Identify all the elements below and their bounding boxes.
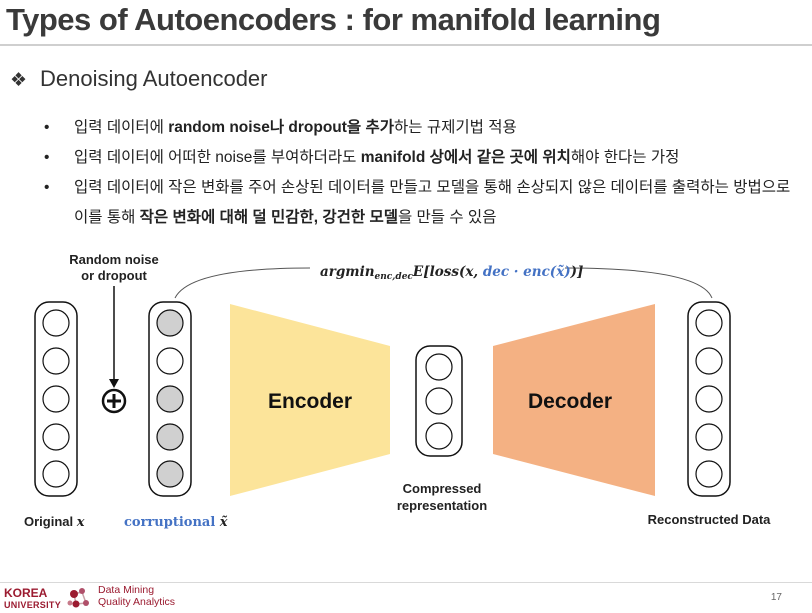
slide-title: Types of Autoencoders : for manifold lea… [6,2,661,37]
dmqa-logo: Data Mining Quality Analytics [98,584,176,608]
neuron-node [425,353,453,381]
compressed-label: representation [397,498,487,513]
decoder-trapezoid [493,304,655,496]
footer-divider [0,582,812,583]
neuron-node [42,309,70,337]
objective-formula: argminenc,decE[loss(x, dec · enc(x̃))] [320,264,583,282]
corrupted-label: corruptional x̃ [124,515,228,530]
neuron-node [156,385,184,413]
encoder-trapezoid [230,304,390,496]
bullet-item: 입력 데이터에 어떠한 noise를 부여하더라도 manifold 상에서 같… [44,143,804,173]
corrupted-nodes [156,309,184,488]
neuron-node [42,460,70,488]
neuron-node [695,460,723,488]
molecule-logo-icon [67,588,89,608]
original-nodes [42,309,70,488]
reconstructed-nodes [695,309,723,488]
decoder-label: Decoder [528,390,612,413]
neuron-node [42,385,70,413]
bullet-list: 입력 데이터에 random noise나 dropout을 추가하는 규제기법… [44,113,804,233]
neuron-node [156,347,184,375]
neuron-node [695,309,723,337]
denoising-autoencoder-diagram: argminenc,decE[loss(x, dec · enc(x̃))] R… [24,252,772,530]
bullet-item: 입력 데이터에 random noise나 dropout을 추가하는 규제기법… [44,113,804,143]
objective-arc [174,267,311,299]
original-label: Original x [24,514,85,530]
reconstructed-label: Reconstructed Data [648,512,772,527]
slide-subtitle: Denoising Autoencoder [40,66,268,91]
objective-arc [564,267,713,299]
korea-university-logo: KOREA UNIVERSITY [4,586,62,610]
neuron-node [695,385,723,413]
neuron-node [695,347,723,375]
neuron-node [42,423,70,451]
noise-label: Random noise [69,252,159,267]
page-number: 17 [770,592,782,603]
encoder-label: Encoder [268,390,352,413]
neuron-node [156,423,184,451]
neuron-node [42,347,70,375]
neuron-node [156,309,184,337]
diamond-bullet-icon: ❖ [10,70,28,91]
compressed-label: Compressed [403,481,482,496]
footer: KOREA UNIVERSITY Data Mining Quality Ana… [0,582,812,613]
title-divider [0,44,812,46]
latent-nodes [425,353,453,450]
bullet-item: 입력 데이터에 작은 변화를 주어 손상된 데이터를 만들고 모델을 통해 손상… [44,173,804,233]
neuron-node [425,422,453,450]
neuron-node [425,387,453,415]
noise-label: or dropout [81,268,147,283]
neuron-node [695,423,723,451]
neuron-node [156,460,184,488]
noise-arrowhead [109,379,119,388]
